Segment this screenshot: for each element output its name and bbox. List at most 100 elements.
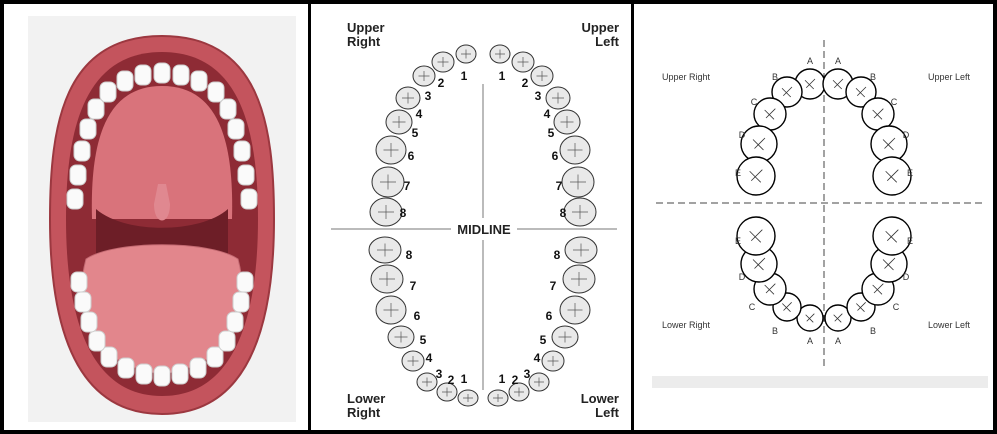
lower-right-tooth-number: 5 <box>420 333 427 347</box>
lower-left-tooth-number: 6 <box>546 309 553 323</box>
lower-left-tooth-number: 5 <box>540 333 547 347</box>
lower-tooth <box>136 364 152 384</box>
upper-tooth <box>238 165 254 185</box>
lower-left-tooth-letter: A <box>835 336 841 346</box>
upper-right-tooth-number: 2 <box>438 76 445 90</box>
upper-tooth <box>234 141 250 161</box>
upper-left-tooth-number: 6 <box>552 149 559 163</box>
lower-tooth <box>190 358 206 378</box>
upper-right-tooth-letter: D <box>739 130 746 140</box>
lower-tooth <box>172 364 188 384</box>
lower-right-tooth-letter: D <box>739 272 746 282</box>
lower-tooth <box>154 366 170 386</box>
lower-left-tooth-number: 8 <box>554 248 561 262</box>
upper-left-tooth-letter: B <box>870 72 876 82</box>
lower-right-quadrant-label: Lower Right <box>662 320 711 330</box>
lower-tooth <box>81 312 97 332</box>
upper-left-tooth-number: 1 <box>499 69 506 83</box>
upper-left-tooth-number: 7 <box>556 179 563 193</box>
lower-left-tooth-letter: C <box>893 302 900 312</box>
upper-right-tooth-number: 5 <box>412 126 419 140</box>
lower-tooth <box>89 331 105 351</box>
open-mouth-illustration <box>4 4 310 434</box>
upper-tooth <box>70 165 86 185</box>
lower-tooth <box>237 272 253 292</box>
upper-left-tooth-number: 4 <box>544 107 551 121</box>
upper-left-tooth-letter: D <box>903 130 910 140</box>
lower-right-tooth-letter: E <box>735 236 741 246</box>
upper-right-tooth-letter: E <box>735 168 741 178</box>
lower-tooth <box>233 292 249 312</box>
lower-left-quadrant-label: Lower Left <box>928 320 971 330</box>
midline-label: MIDLINE <box>457 222 511 237</box>
upper-left-tooth-number: 5 <box>548 126 555 140</box>
upper-right-tooth-number: 3 <box>425 89 432 103</box>
upper-right-tooth-number: 4 <box>416 107 423 121</box>
upper-left-tooth-number: 2 <box>522 76 529 90</box>
upper-right-quadrant-label: Upper Right <box>662 72 711 82</box>
upper-tooth <box>135 65 151 85</box>
upper-right-label-line1: Upper <box>347 20 385 35</box>
upper-tooth <box>220 99 236 119</box>
lower-right-tooth-number: 1 <box>461 372 468 386</box>
upper-tooth <box>241 189 257 209</box>
upper-right-tooth-number: 8 <box>400 206 407 220</box>
lower-right-tooth-letter: A <box>807 336 813 346</box>
lower-left-tooth-letter: B <box>870 326 876 336</box>
upper-right-tooth-number: 1 <box>461 69 468 83</box>
upper-left-tooth-number: 3 <box>535 89 542 103</box>
upper-left-label-line1: Upper <box>581 20 619 35</box>
upper-right-tooth-letter: C <box>751 97 758 107</box>
lower-left-tooth-number: 7 <box>550 279 557 293</box>
upper-right-tooth-number: 7 <box>404 179 411 193</box>
lower-right-tooth-number: 7 <box>410 279 417 293</box>
upper-right-tooth-number: 6 <box>408 149 415 163</box>
upper-tooth <box>173 65 189 85</box>
lower-right-tooth-number: 3 <box>436 367 443 381</box>
upper-tooth <box>191 71 207 91</box>
lower-tooth <box>75 292 91 312</box>
lower-left-label-line2: Left <box>595 405 620 420</box>
lower-tooth <box>71 272 87 292</box>
upper-tooth <box>80 119 96 139</box>
upper-left-tooth-letter: A <box>835 56 841 66</box>
lower-tooth <box>118 358 134 378</box>
upper-left-tooth-letter: C <box>891 97 898 107</box>
lower-tooth <box>207 347 223 367</box>
upper-tooth <box>88 99 104 119</box>
lower-right-label-line1: Lower <box>347 391 385 406</box>
lower-right-tooth-number: 8 <box>406 248 413 262</box>
upper-left-tooth-number: 8 <box>560 206 567 220</box>
lower-left-tooth-number: 2 <box>512 373 519 387</box>
lower-left-label-line1: Lower <box>581 391 619 406</box>
numbered-tooth-chart-panel: MIDLINE Upper Right Upper Left Lower Rig… <box>309 0 633 434</box>
numbered-tooth-chart: MIDLINE Upper Right Upper Left Lower Rig… <box>311 4 631 434</box>
upper-right-label-line2: Right <box>347 34 381 49</box>
lower-left-tooth-letter: E <box>907 236 913 246</box>
lower-right-tooth-number: 6 <box>414 309 421 323</box>
upper-tooth <box>74 141 90 161</box>
lower-right-tooth-number: 4 <box>426 351 433 365</box>
lower-tooth <box>101 347 117 367</box>
lower-left-tooth-letter: D <box>903 272 910 282</box>
lower-tooth <box>227 312 243 332</box>
lower-right-tooth-letter: B <box>772 326 778 336</box>
upper-right-tooth-letter: B <box>772 72 778 82</box>
lettered-tooth-chart-panel: Upper Right Upper Left Lower Right Lower… <box>632 0 997 434</box>
lower-left-tooth-number: 4 <box>534 351 541 365</box>
chart-card-shadow <box>652 376 988 388</box>
upper-tooth <box>228 119 244 139</box>
open-mouth-illustration-panel <box>0 0 310 434</box>
lettered-tooth-chart: Upper Right Upper Left Lower Right Lower… <box>634 4 995 434</box>
upper-tooth <box>154 63 170 83</box>
lower-left-tooth-number: 1 <box>499 372 506 386</box>
upper-left-label-line2: Left <box>595 34 620 49</box>
lower-right-tooth-letter: C <box>749 302 756 312</box>
lower-left-tooth-number: 3 <box>524 367 531 381</box>
upper-right-tooth-letter: A <box>807 56 813 66</box>
upper-tooth <box>67 189 83 209</box>
upper-left-quadrant-label: Upper Left <box>928 72 971 82</box>
lower-right-tooth-number: 2 <box>448 373 455 387</box>
upper-tooth <box>208 82 224 102</box>
upper-tooth <box>117 71 133 91</box>
